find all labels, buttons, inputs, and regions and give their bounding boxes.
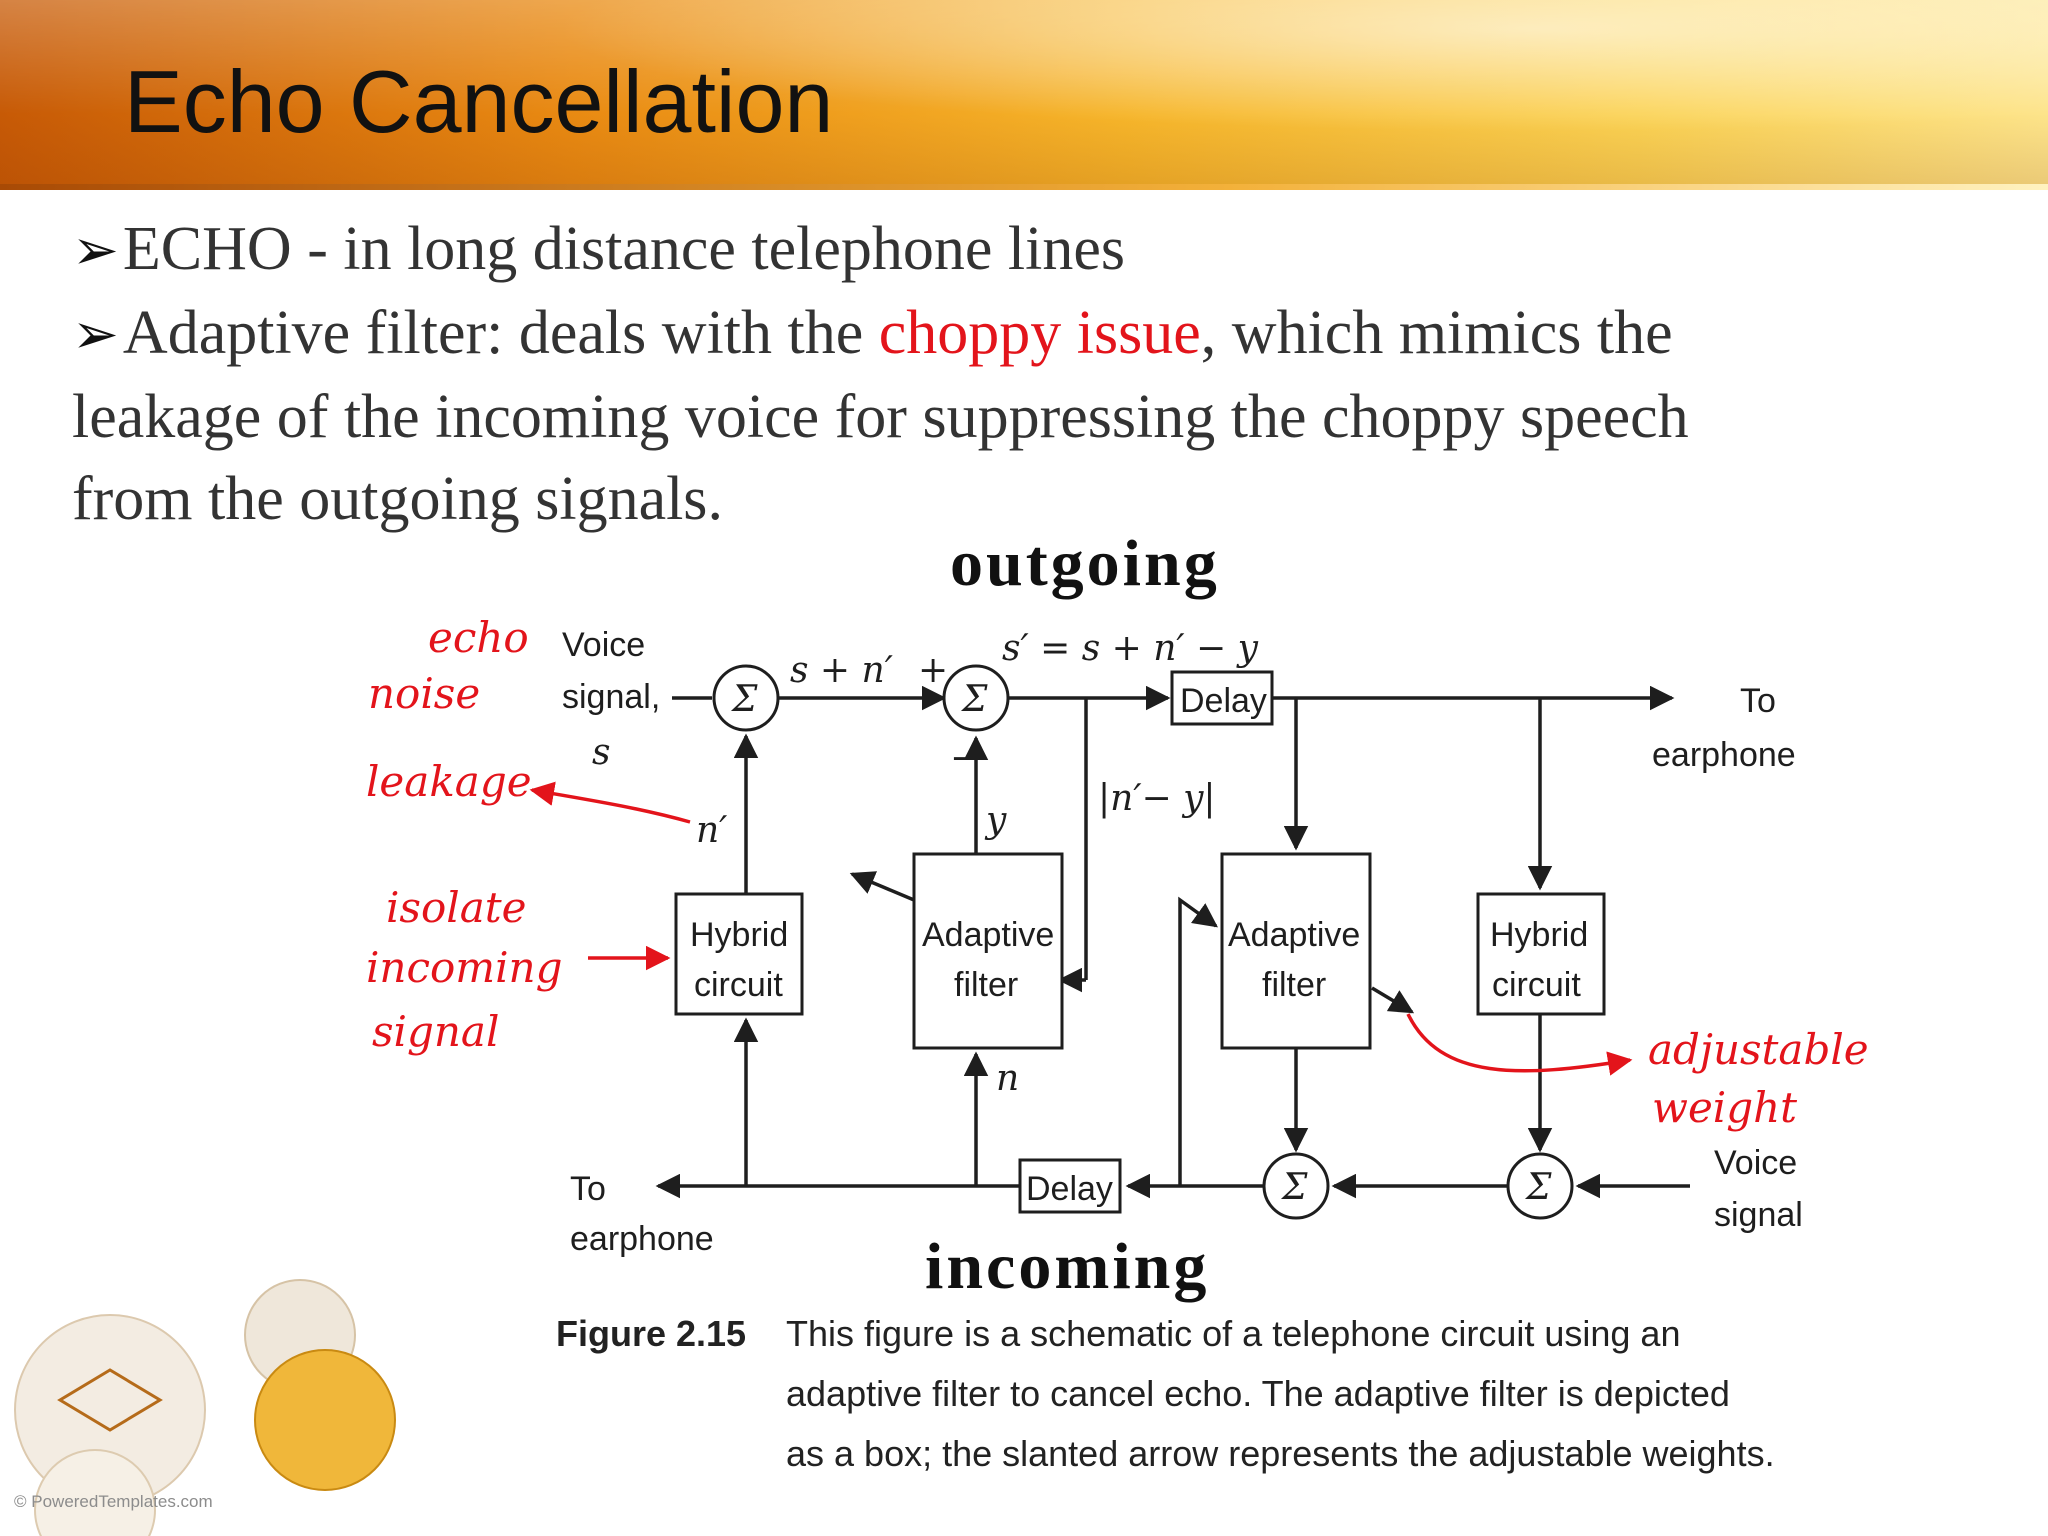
hybrid-circuit-left — [674, 892, 804, 1016]
annotation-noise: noise — [368, 669, 480, 718]
adaptive-filter-label: Adaptive — [1228, 916, 1360, 954]
to-earphone-label: To — [1740, 682, 1776, 720]
annotation-adjustable: adjustable — [1648, 1025, 1869, 1074]
bullet-continuation: from the outgoing signals. — [72, 465, 723, 533]
outgoing-label: outgoing — [950, 527, 1220, 600]
bullet-adaptive-text: Adaptive filter: deals with the — [122, 299, 879, 367]
footer-credit: © PoweredTemplates.com — [14, 1492, 213, 1511]
adaptive-filter-label: filter — [954, 966, 1018, 1004]
adaptive-filter-label: Adaptive — [922, 916, 1054, 954]
title-banner — [0, 0, 2048, 190]
bullet-arrow-icon: ➢ — [72, 304, 119, 366]
annotation-incoming: incoming — [366, 943, 563, 992]
annotation-echo: echo — [428, 613, 529, 662]
bullet-echo-text: ECHO - in long distance telephone lines — [122, 215, 1126, 283]
sum-symbol: Σ — [730, 679, 758, 720]
adaptive-filter-label: filter — [1262, 966, 1326, 1004]
annotation-signal: signal — [372, 1007, 499, 1056]
signal-n: n — [996, 1058, 1019, 1099]
bullet-list: ➢ECHO - in long distance telephone lines… — [72, 208, 1972, 540]
delay-box-top — [1170, 670, 1274, 726]
delay-label: Delay — [1026, 1170, 1113, 1208]
adjustable-weight-arrow — [849, 871, 915, 902]
bullet-adaptive: ➢Adaptive filter: deals with the choppy … — [72, 292, 1972, 376]
signal-n-prime: n′ — [696, 810, 727, 851]
voice-signal-label: Voice — [1714, 1144, 1797, 1182]
caption-line: This figure is a schematic of a telephon… — [786, 1313, 1680, 1354]
hybrid-circuit-right — [1476, 892, 1606, 1016]
voice-signal-label: signal, — [562, 678, 660, 716]
hybrid-label: Hybrid — [690, 916, 788, 954]
annotation-isolate: isolate — [386, 883, 526, 932]
annotation-arrow — [529, 781, 691, 824]
voice-signal-label: signal — [1714, 1196, 1803, 1234]
slide-title: Echo Cancellation — [124, 52, 834, 151]
bullet-continuation: leakage of the incoming voice for suppre… — [72, 383, 1689, 451]
error-signal: |n′− y| — [1098, 778, 1216, 819]
delay-label: Delay — [1180, 682, 1267, 720]
annotation-leakage: leakage — [366, 757, 532, 806]
signal-s-prime: s′ = s + n′ − y — [1002, 628, 1259, 669]
sum-symbol: Σ — [1524, 1167, 1552, 1208]
bullet-adaptive-text-after: , which mimics the — [1200, 299, 1673, 367]
plus-sign: + — [918, 650, 948, 691]
to-earphone-label: earphone — [570, 1220, 714, 1258]
sum-symbol: Σ — [1280, 1167, 1308, 1208]
to-earphone-label: To — [570, 1170, 606, 1208]
hybrid-label: Hybrid — [1490, 916, 1588, 954]
ornament-decoration — [14, 1279, 396, 1536]
annotation-weight: weight — [1652, 1083, 1797, 1132]
voice-signal-symbol: s — [592, 732, 610, 773]
sum-symbol: Σ — [960, 679, 988, 720]
banner-rule — [0, 184, 2048, 190]
voice-signal-label: Voice — [562, 626, 645, 664]
incoming-label: incoming — [925, 1230, 1209, 1303]
adaptive-filter-left — [912, 852, 1064, 1050]
annotation-arrow — [1406, 1013, 1633, 1076]
adjustable-weight-arrow — [1371, 986, 1415, 1014]
bullet-echo: ➢ECHO - in long distance telephone lines — [72, 208, 1972, 292]
signal-s-plus-n: s + n′ — [790, 650, 893, 691]
bullet-arrow-icon: ➢ — [72, 220, 119, 282]
wire — [1178, 896, 1218, 1186]
hybrid-label: circuit — [694, 966, 783, 1004]
figure-label: Figure 2.15 — [556, 1313, 746, 1354]
caption-line: as a box; the slanted arrow represents t… — [786, 1433, 1775, 1474]
banner-glow — [0, 0, 2048, 190]
signal-y: y — [984, 800, 1007, 841]
caption-line: adaptive filter to cancel echo. The adap… — [786, 1373, 1730, 1414]
to-earphone-label: earphone — [1652, 736, 1796, 774]
hybrid-label: circuit — [1492, 966, 1581, 1004]
adaptive-filter-right — [1220, 852, 1372, 1050]
highlight-choppy-issue: choppy issue — [878, 299, 1201, 367]
